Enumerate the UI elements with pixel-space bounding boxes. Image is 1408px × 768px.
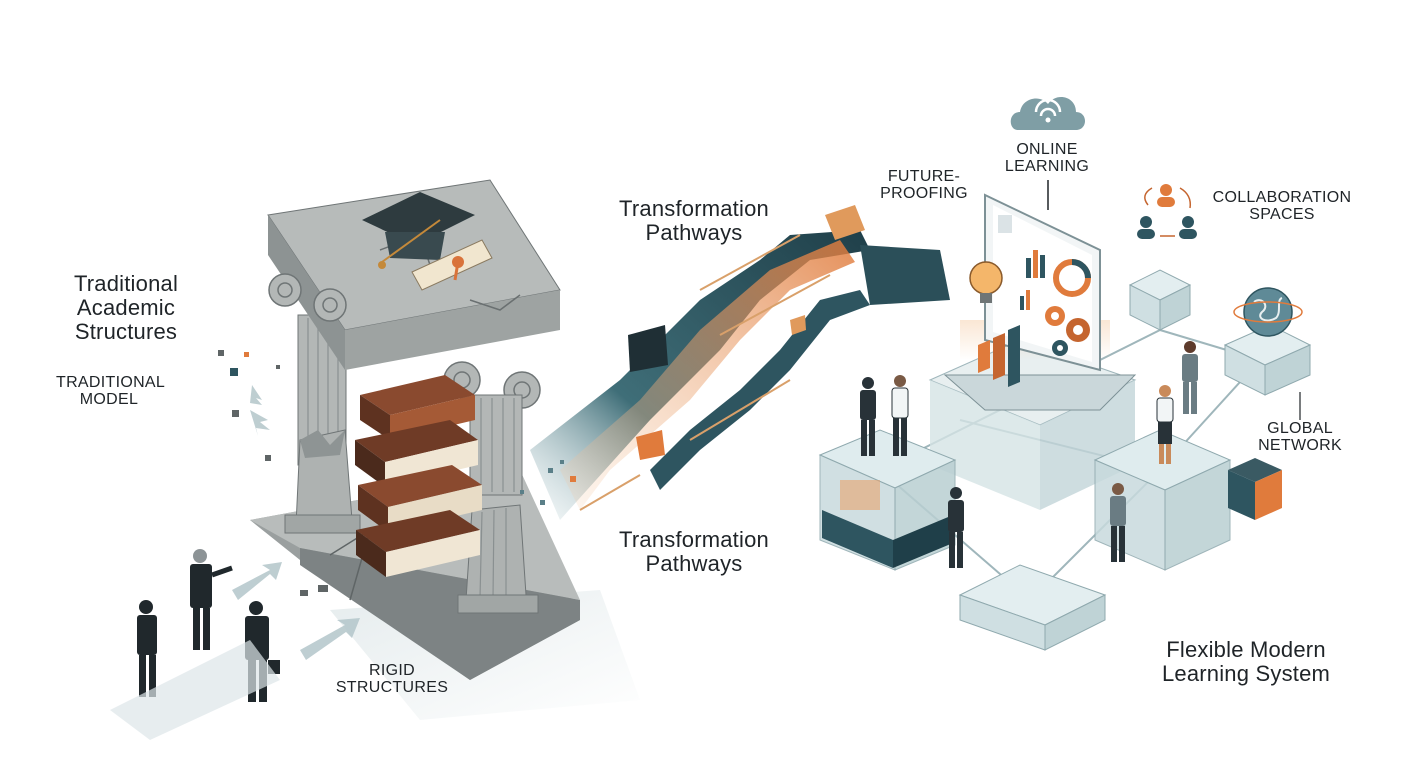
online-learning-label: ONLINE LEARNING xyxy=(1004,141,1090,176)
diploma-scroll-icon xyxy=(411,239,493,291)
gear-icon xyxy=(1052,340,1068,356)
cloud-wifi-icon xyxy=(1010,97,1085,210)
book-stack xyxy=(355,375,482,577)
transformation-pathways-top-label: Transformation Pathways xyxy=(619,196,769,245)
glass-cube-top-right xyxy=(1128,269,1312,396)
globe-icon xyxy=(1233,287,1303,337)
rigid-structures-label: RIGID STRUCTURES xyxy=(335,662,449,697)
modern-learning-system xyxy=(818,97,1312,651)
tablet-dashboard xyxy=(943,193,1137,411)
people-cycle-icon xyxy=(1137,184,1197,239)
glass-cube-left xyxy=(818,429,957,571)
modern-people xyxy=(860,341,1198,568)
classical-building xyxy=(218,179,640,720)
person-2 xyxy=(190,549,233,650)
arrow-icon xyxy=(232,385,360,660)
global-network-label: GLOBAL NETWORK xyxy=(1258,420,1342,455)
lightbulb-icon xyxy=(969,261,1003,303)
transformation-flow xyxy=(520,205,950,520)
flexible-learning-system-label: Flexible Modern Learning System xyxy=(1161,637,1331,686)
glass-cube-center xyxy=(958,564,1107,651)
traditional-model-label: TRADITIONAL MODEL xyxy=(56,374,166,409)
gear-icon xyxy=(1045,306,1065,326)
future-proofing-label: FUTURE- PROOFING xyxy=(880,168,968,203)
collaboration-spaces-label: COLLABORATION SPACES xyxy=(1212,189,1352,224)
graduation-cap-icon xyxy=(362,192,475,269)
small-cube-dark xyxy=(1228,458,1282,520)
person-1 xyxy=(137,600,157,697)
gear-icon xyxy=(1066,318,1090,342)
pie-chart-icon xyxy=(1053,259,1091,297)
transformation-pathways-bottom-label: Transformation Pathways xyxy=(619,527,769,576)
business-people-group xyxy=(110,549,280,740)
debris-particles xyxy=(218,350,328,596)
traditional-structures-label: Traditional Academic Structures xyxy=(73,271,179,344)
